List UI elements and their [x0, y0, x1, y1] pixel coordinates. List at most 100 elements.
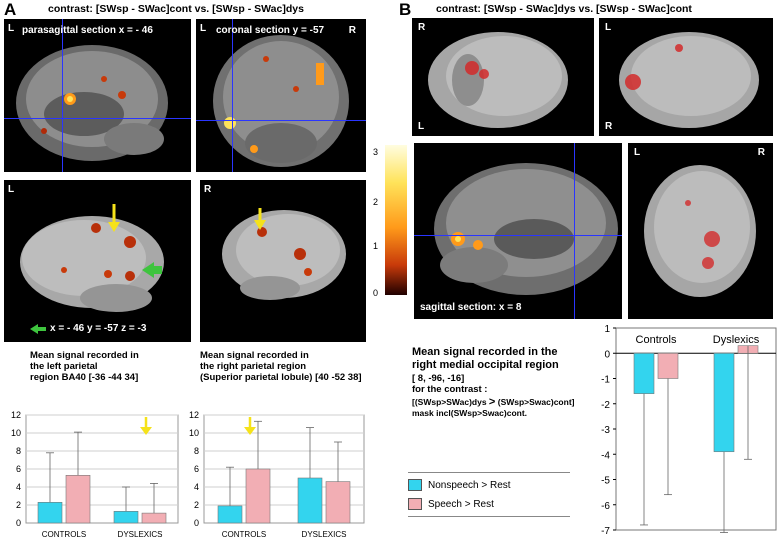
y-tick-label: 10 — [11, 428, 21, 438]
bar — [245, 468, 271, 524]
caption-line: (Superior parietal lobule) [40 -52 38] — [200, 372, 362, 383]
panel-a-contrast: contrast: [SWsp - SWac]cont vs. [SWsp - … — [48, 3, 304, 15]
brain-posterior-view — [644, 165, 756, 297]
crosshair-horizontal — [414, 235, 622, 236]
greater-than-sign: > — [488, 396, 496, 408]
colorbar-gradient — [385, 145, 407, 295]
top-view-render-right: L R — [599, 18, 773, 136]
y-tick-label: -2 — [601, 400, 610, 411]
caption-line: mask incl(SWsp>Swac)cont. — [412, 408, 528, 418]
y-tick-label: -1 — [601, 375, 610, 386]
caption-line: right medial occipital region — [412, 359, 559, 371]
brain-top-view — [428, 32, 568, 128]
bar — [217, 505, 243, 524]
corner-label-l: L — [8, 184, 15, 195]
caption-line: for the contrast : — [412, 384, 488, 395]
coronal-section-image: L R coronal section y = -57 — [196, 19, 366, 172]
caption-left-parietal: Mean signal recorded in the left parieta… — [30, 350, 139, 383]
parasagittal-section-image: L parasagittal section x = - 46 — [4, 19, 191, 172]
caption-line: the right parietal region — [200, 361, 307, 372]
arrow-icon — [140, 427, 152, 435]
corner-label-top: R — [418, 22, 426, 33]
x-tick-label: Dyslexics — [713, 334, 760, 346]
y-tick-label: -4 — [601, 450, 610, 461]
sagittal-caption: sagittal section: x = 8 — [420, 302, 522, 313]
legend-item-speech: Speech > Rest — [408, 498, 570, 510]
contrast-part: (SWsp>Swac)cont] — [497, 397, 575, 407]
legend-label: Nonspeech > Rest — [428, 479, 511, 491]
corner-label-r: R — [757, 147, 765, 158]
caption-line: [ 8, -96, -16] — [412, 373, 465, 384]
y-tick-label: 0 — [194, 518, 199, 528]
y-tick-label: 1 — [604, 324, 610, 335]
y-tick-label: 8 — [194, 446, 199, 456]
bar — [297, 477, 323, 524]
bar — [65, 475, 91, 524]
colorbar-tick: 3 — [373, 147, 379, 157]
bar — [633, 352, 655, 394]
y-tick-label: 8 — [16, 446, 21, 456]
brain-top-view — [619, 32, 759, 128]
y-tick-label: 6 — [16, 464, 21, 474]
contrast-part: [(SWsp>SWac)dys — [412, 397, 487, 407]
corner-label-l: L — [634, 147, 641, 158]
sagittal-brain-slice — [434, 163, 618, 295]
y-tick-label: -3 — [601, 425, 610, 436]
x-tick-label: DYSLEXICS — [302, 530, 347, 539]
parasagittal-brain-slice — [16, 45, 168, 161]
right-brain-surface — [222, 208, 346, 300]
top-view-render-left: R L — [412, 18, 594, 136]
coronal-caption: coronal section y = -57 — [216, 25, 325, 36]
corner-label-bottom: L — [418, 121, 425, 132]
bar — [113, 511, 139, 524]
legend-label: Speech > Rest — [428, 498, 494, 510]
y-tick-label: -5 — [601, 476, 610, 487]
corner-label-r: R — [348, 25, 356, 36]
colorbar: 3 2 1 0 — [373, 145, 413, 301]
caption-line: Mean signal recorded in — [30, 350, 139, 361]
corner-label-bottom: R — [605, 121, 613, 132]
crosshair-horizontal — [196, 120, 366, 121]
crosshair-horizontal — [4, 118, 191, 119]
y-tick-label: 0 — [16, 518, 21, 528]
caption-line: region BA40 [-36 -44 34] — [30, 372, 139, 383]
legend-swatch — [408, 498, 422, 510]
sagittal-section-image: sagittal section: x = 8 — [414, 143, 622, 319]
crosshair-vertical — [232, 19, 233, 172]
legend-swatch — [408, 479, 422, 491]
bar — [325, 481, 351, 524]
green-arrow-icon — [30, 323, 46, 334]
bar — [657, 352, 679, 379]
colorbar-tick: 1 — [373, 241, 379, 251]
caption-occipital: Mean signal recorded in the right medial… — [412, 346, 574, 419]
y-tick-label: 12 — [189, 410, 199, 420]
y-tick-label: -6 — [601, 501, 610, 512]
y-tick-label: 0 — [604, 349, 610, 360]
x-tick-label: CONTROLS — [222, 530, 266, 539]
y-tick-label: 2 — [16, 500, 21, 510]
arrow-icon — [244, 427, 256, 435]
x-tick-label: DYSLEXICS — [118, 530, 163, 539]
coronal-brain-slice — [213, 35, 349, 167]
left-hemisphere-render: L x = - 46 y = -57 z = -3 — [4, 180, 191, 342]
bar — [713, 352, 735, 453]
bar — [141, 512, 167, 524]
caption-line: Mean signal recorded in — [200, 350, 309, 361]
panel-a-letter: A — [4, 0, 17, 19]
x-tick-label: CONTROLS — [42, 530, 86, 539]
crosshair-vertical — [62, 19, 63, 172]
crosshair-vertical — [574, 143, 575, 319]
y-tick-label: 10 — [189, 428, 199, 438]
y-tick-label: -7 — [601, 526, 610, 537]
y-tick-label: 6 — [194, 464, 199, 474]
caption-line: Mean signal recorded in the — [412, 346, 558, 358]
parasagittal-caption: parasagittal section x = - 46 — [22, 25, 153, 36]
right-hemisphere-render: R — [200, 180, 366, 342]
corner-label-l: L — [8, 23, 15, 34]
coords-label: x = - 46 y = -57 z = -3 — [50, 323, 147, 334]
bar — [37, 502, 63, 524]
caption-right-parietal: Mean signal recorded in the right pariet… — [200, 350, 362, 383]
